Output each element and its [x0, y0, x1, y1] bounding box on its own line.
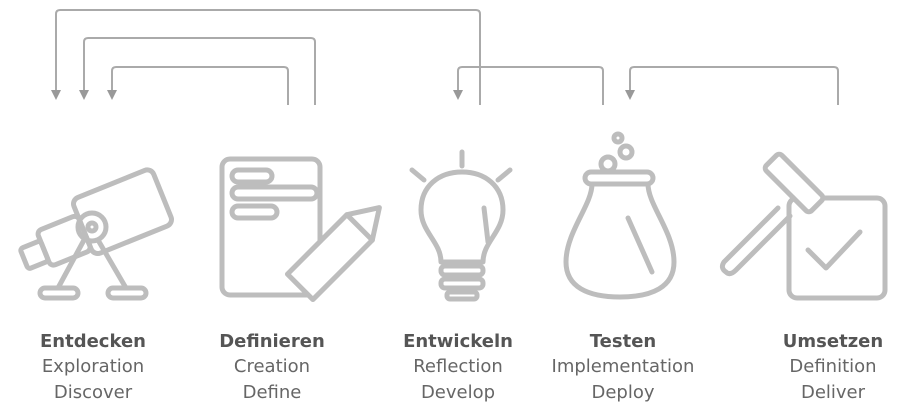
telescope-icon	[18, 167, 174, 301]
stage-entdecken: Entdecken Exploration Discover	[3, 330, 183, 406]
stage-line1: Exploration	[41, 356, 145, 377]
stage-line1: Definition	[789, 356, 877, 377]
stage-title: Entwickeln	[403, 331, 513, 352]
arrow-entwickeln-to-entdecken	[51, 9, 481, 105]
arrow-umsetzen-to-testen	[625, 66, 839, 105]
hammer-checkbox-icon	[719, 151, 888, 301]
lightbulb-icon	[409, 149, 513, 302]
stage-definieren: Definieren Creation Define	[182, 330, 362, 406]
stage-title: Entdecken	[40, 331, 146, 352]
stage-line2: Deploy	[591, 382, 655, 403]
stage-entwickeln: Entwickeln Reflection Develop	[368, 330, 548, 406]
document-pencil-icon	[219, 156, 382, 303]
flask-icon	[563, 131, 677, 300]
stage-line1: Creation	[233, 356, 311, 377]
stage-umsetzen: Umsetzen Definition Deliver	[743, 330, 900, 406]
stage-line1: Implementation	[551, 356, 695, 377]
stage-line2: Develop	[420, 382, 496, 403]
stage-line2: Define	[242, 382, 302, 403]
stage-line2: Discover	[53, 382, 133, 403]
stage-testen: Testen Implementation Deploy	[533, 330, 713, 406]
arrow-definieren-to-entdecken-outer	[79, 37, 316, 105]
stage-title: Testen	[589, 331, 657, 352]
arrow-definieren-to-entdecken-inner	[107, 66, 289, 105]
stage-title: Umsetzen	[782, 331, 884, 352]
stage-line2: Deliver	[800, 382, 866, 403]
feedback-arrows	[51, 9, 839, 105]
stage-line1: Reflection	[413, 356, 503, 377]
arrow-testen-to-entwickeln	[453, 66, 604, 105]
stage-title: Definieren	[219, 331, 325, 352]
